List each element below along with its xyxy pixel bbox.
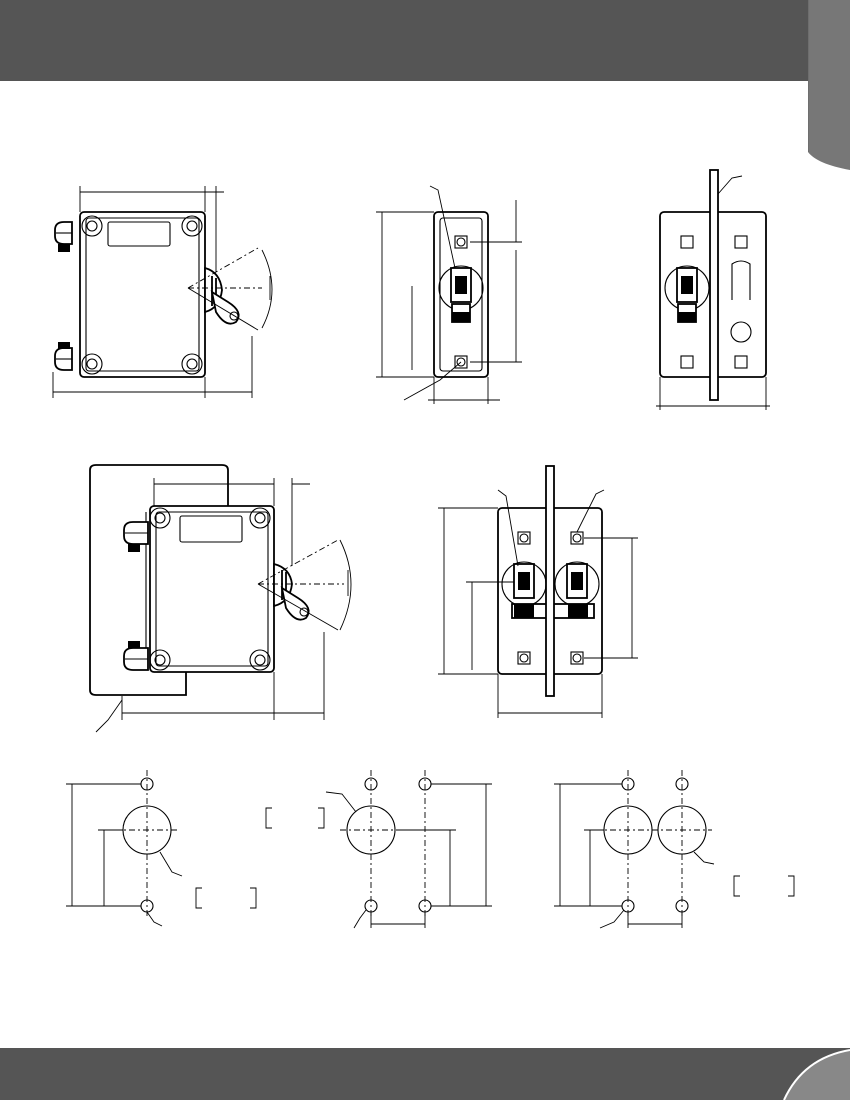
terminal-screw-icon (54, 342, 73, 371)
side-view-with-panel-cover (89, 464, 352, 733)
footer-bar (0, 1048, 850, 1101)
terminal-screw-icon (123, 641, 149, 671)
header-bar (0, 0, 808, 81)
front-view-two-pole-handle-tie (656, 169, 770, 410)
panel-cutout-two-pole-single-hole (325, 770, 492, 929)
side-view-single-pole (52, 186, 273, 398)
side-tab (807, 0, 850, 170)
terminal-screw-icon (54, 221, 73, 252)
front-view-two-pole (438, 465, 638, 718)
front-view-single-pole (376, 185, 522, 404)
panel-cutout-single-pole (66, 770, 325, 927)
panel-cutout-two-pole-two-holes (554, 770, 795, 929)
terminal-screw-icon (123, 521, 149, 552)
